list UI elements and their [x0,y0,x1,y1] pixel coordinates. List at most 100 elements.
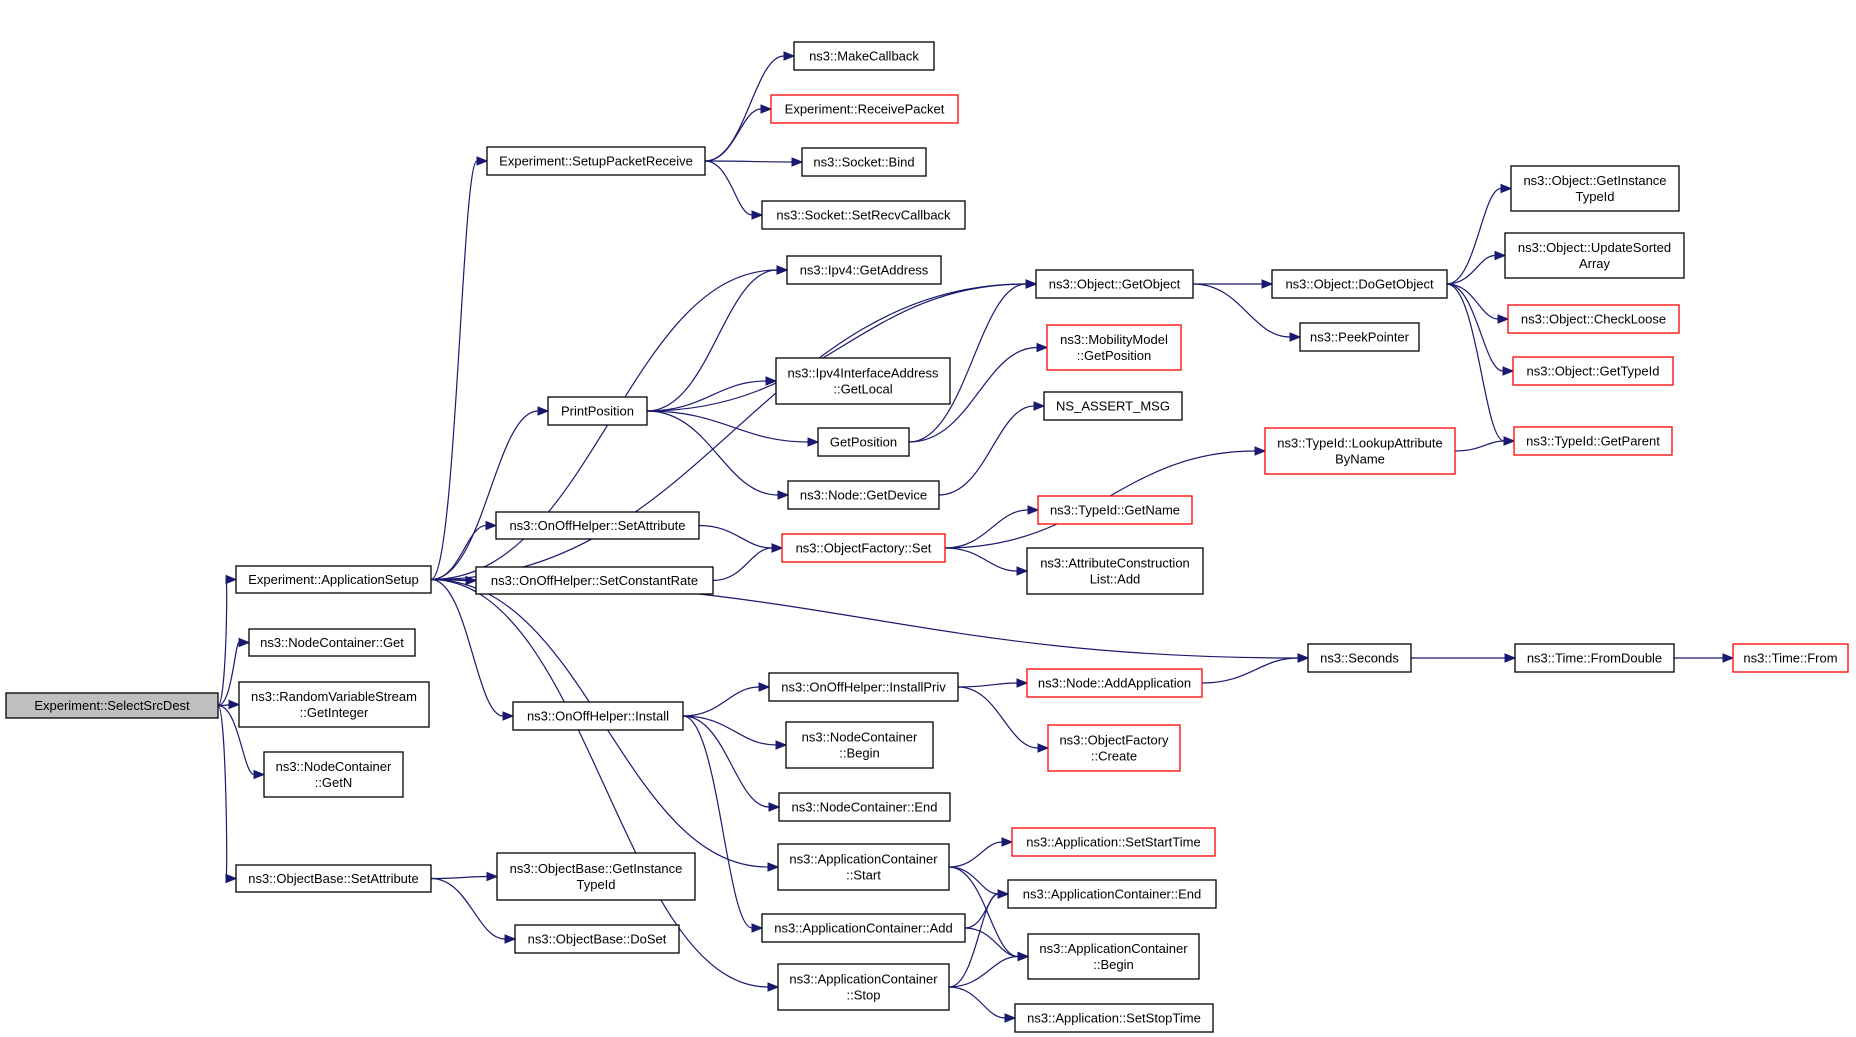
edge-n27-to-n38 [948,889,1010,988]
node-n24[interactable]: ns3::NodeContainer::End [778,792,951,822]
node-n46[interactable]: ns3::Object::GetTypeId [1512,356,1674,386]
node-n45[interactable]: ns3::Object::CheckLoose [1507,304,1680,334]
node-n29[interactable]: ns3::MobilityModel::GetPosition [1046,324,1182,371]
node-n8[interactable]: Experiment::SetupPacketReceive [486,146,706,176]
node-n47[interactable]: ns3::TypeId::GetParent [1513,426,1673,456]
edge-n41-to-n44 [1446,250,1507,285]
edge-arrowhead [791,157,804,167]
edge-line [682,715,770,808]
edge-line [957,682,1018,688]
node-n48[interactable]: ns3::Time::FromDouble [1514,643,1675,673]
edge-line [430,578,504,717]
node-label: ::GetPosition [1077,348,1151,363]
node-label: ns3::ApplicationContainer::End [1023,887,1202,902]
node-n21[interactable]: ns3::ObjectFactory::Set [781,533,946,563]
edge-n12-to-n22 [682,682,771,717]
node-n9[interactable]: PrintPosition [547,396,648,426]
node-n2[interactable]: ns3::NodeContainer::Get [248,628,416,657]
node-n32[interactable]: ns3::TypeId::GetName [1037,495,1193,525]
node-n13[interactable]: ns3::MakeCallback [793,41,935,71]
node-n41[interactable]: ns3::Object::DoGetObject [1271,269,1448,299]
node-n10[interactable]: ns3::OnOffHelper::SetAttribute [495,511,700,540]
edge-n27-to-n40 [948,986,1017,1023]
node-n49[interactable]: ns3::Time::From [1732,643,1849,673]
node-label: ns3::MobilityModel [1060,332,1168,347]
edge-arrowhead [768,802,781,812]
node-n16[interactable]: ns3::Socket::SetRecvCallback [761,200,966,230]
node-box [1732,643,1849,673]
node-n37[interactable]: ns3::Application::SetStartTime [1011,827,1216,857]
edge-arrowhead [1722,653,1735,663]
node-n5[interactable]: ns3::ObjectBase::SetAttribute [235,864,432,893]
node-n23[interactable]: ns3::NodeContainer::Begin [785,721,934,769]
node-n42[interactable]: ns3::PeekPointer [1299,322,1420,352]
edge-n9-to-n19 [646,410,820,447]
edge-arrowhead [1289,332,1302,342]
edge-arrowhead [1297,653,1310,663]
edge-arrowhead [1016,566,1029,576]
node-box [781,533,946,563]
node-label: ns3::Object::UpdateSorted [1518,240,1671,255]
node-label: PrintPosition [561,404,634,419]
node-n14[interactable]: Experiment::ReceivePacket [770,94,959,124]
node-n17[interactable]: ns3::Ipv4::GetAddress [786,255,942,285]
edge-line [712,547,773,582]
node-label: GetPosition [830,435,897,450]
node-n27[interactable]: ns3::ApplicationContainer::Stop [777,963,950,1011]
node-n34[interactable]: ns3::Seconds [1307,643,1412,673]
node-label: ns3::Object::GetTypeId [1527,364,1660,379]
node-n19[interactable]: GetPosition [817,427,910,457]
edge-arrowhead [504,934,517,944]
node-n12[interactable]: ns3::OnOffHelper::Install [512,701,684,731]
node-n11[interactable]: ns3::OnOffHelper::SetConstantRate [475,566,714,595]
node-n18[interactable]: ns3::Ipv4InterfaceAddress::GetLocal [775,357,951,405]
edge-n5-to-n7 [430,877,517,944]
node-n36[interactable]: ns3::ObjectFactory::Create [1047,724,1181,772]
node-label: ns3::Object::GetInstance [1523,173,1666,188]
node-n1[interactable]: Experiment::ApplicationSetup [235,565,432,594]
edge-n19-to-n28 [908,279,1038,443]
edge-arrowhead [1017,951,1030,962]
node-label: Array [1579,256,1611,271]
edge-n11-to-n21 [712,543,784,582]
node-n39[interactable]: ns3::ApplicationContainer::Begin [1027,933,1200,980]
node-n38[interactable]: ns3::ApplicationContainer::End [1007,879,1217,909]
edge-line [948,893,999,988]
edge-n20-to-n30 [938,401,1046,496]
node-n7[interactable]: ns3::ObjectBase::DoSet [514,924,680,954]
node-label: ns3::Time::FromDouble [1527,651,1662,666]
node-box [761,200,966,230]
node-n35[interactable]: ns3::Node::AddApplication [1026,668,1203,698]
edge-n41-to-n46 [1446,283,1515,376]
node-n20[interactable]: ns3::Node::GetDevice [787,480,940,510]
node-label: ns3::NodeContainer [276,759,392,774]
edge-n19-to-n29 [908,342,1049,443]
node-n15[interactable]: ns3::Socket::Bind [801,147,927,177]
node-label: ns3::Application::SetStartTime [1026,835,1200,850]
node-box [761,913,966,943]
node-box [238,681,430,728]
node-n3[interactable]: ns3::RandomVariableStream::GetInteger [238,681,430,728]
node-n28[interactable]: ns3::Object::GetObject [1035,269,1194,299]
edge-arrowhead [1500,183,1513,194]
edge-arrowhead [776,265,789,275]
node-label: Experiment::SetupPacketReceive [499,154,693,169]
node-n4[interactable]: ns3::NodeContainer::GetN [263,751,404,798]
edge-arrowhead [1504,653,1517,663]
node-label: ns3::ObjectBase::DoSet [528,932,667,947]
node-n26[interactable]: ns3::ApplicationContainer::Add [761,913,966,943]
node-box [1271,269,1448,299]
node-n40[interactable]: ns3::Application::SetStopTime [1014,1003,1214,1033]
edge-n0-to-n2 [217,637,251,707]
edge-arrowhead [771,543,784,553]
node-n25[interactable]: ns3::ApplicationContainer::Start [777,843,950,891]
node-box [785,721,934,769]
node-n0[interactable]: Experiment::SelectSrcDest [5,692,219,719]
node-n22[interactable]: ns3::OnOffHelper::InstallPriv [768,672,959,702]
node-n30[interactable]: NS_ASSERT_MSG [1043,391,1183,421]
